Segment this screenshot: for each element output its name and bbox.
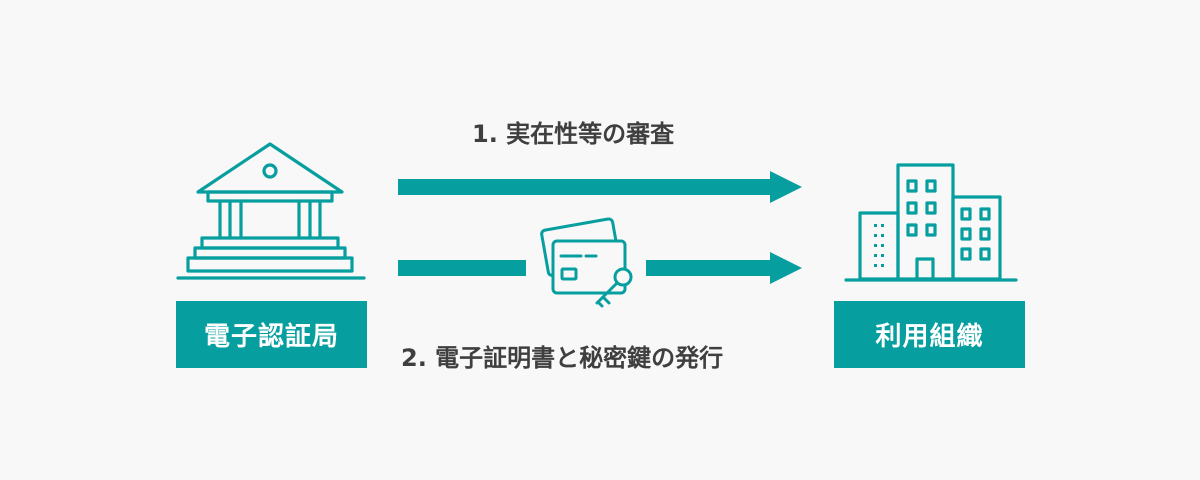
user-organization-label: 利用組織 xyxy=(834,301,1025,368)
step-2-label: 2. 電子証明書と秘密鍵の発行 xyxy=(401,344,724,372)
bank-building-icon xyxy=(176,142,366,280)
arrow-step-1 xyxy=(398,171,802,203)
office-window-dots xyxy=(874,224,884,267)
certificate-authority-label: 電子認証局 xyxy=(176,301,367,368)
arrow-step-2 xyxy=(398,252,802,284)
certificate-card-key-icon xyxy=(540,217,633,308)
office-buildings-icon xyxy=(844,163,1018,282)
step-1-label: 1. 実在性等の審査 xyxy=(472,120,675,148)
